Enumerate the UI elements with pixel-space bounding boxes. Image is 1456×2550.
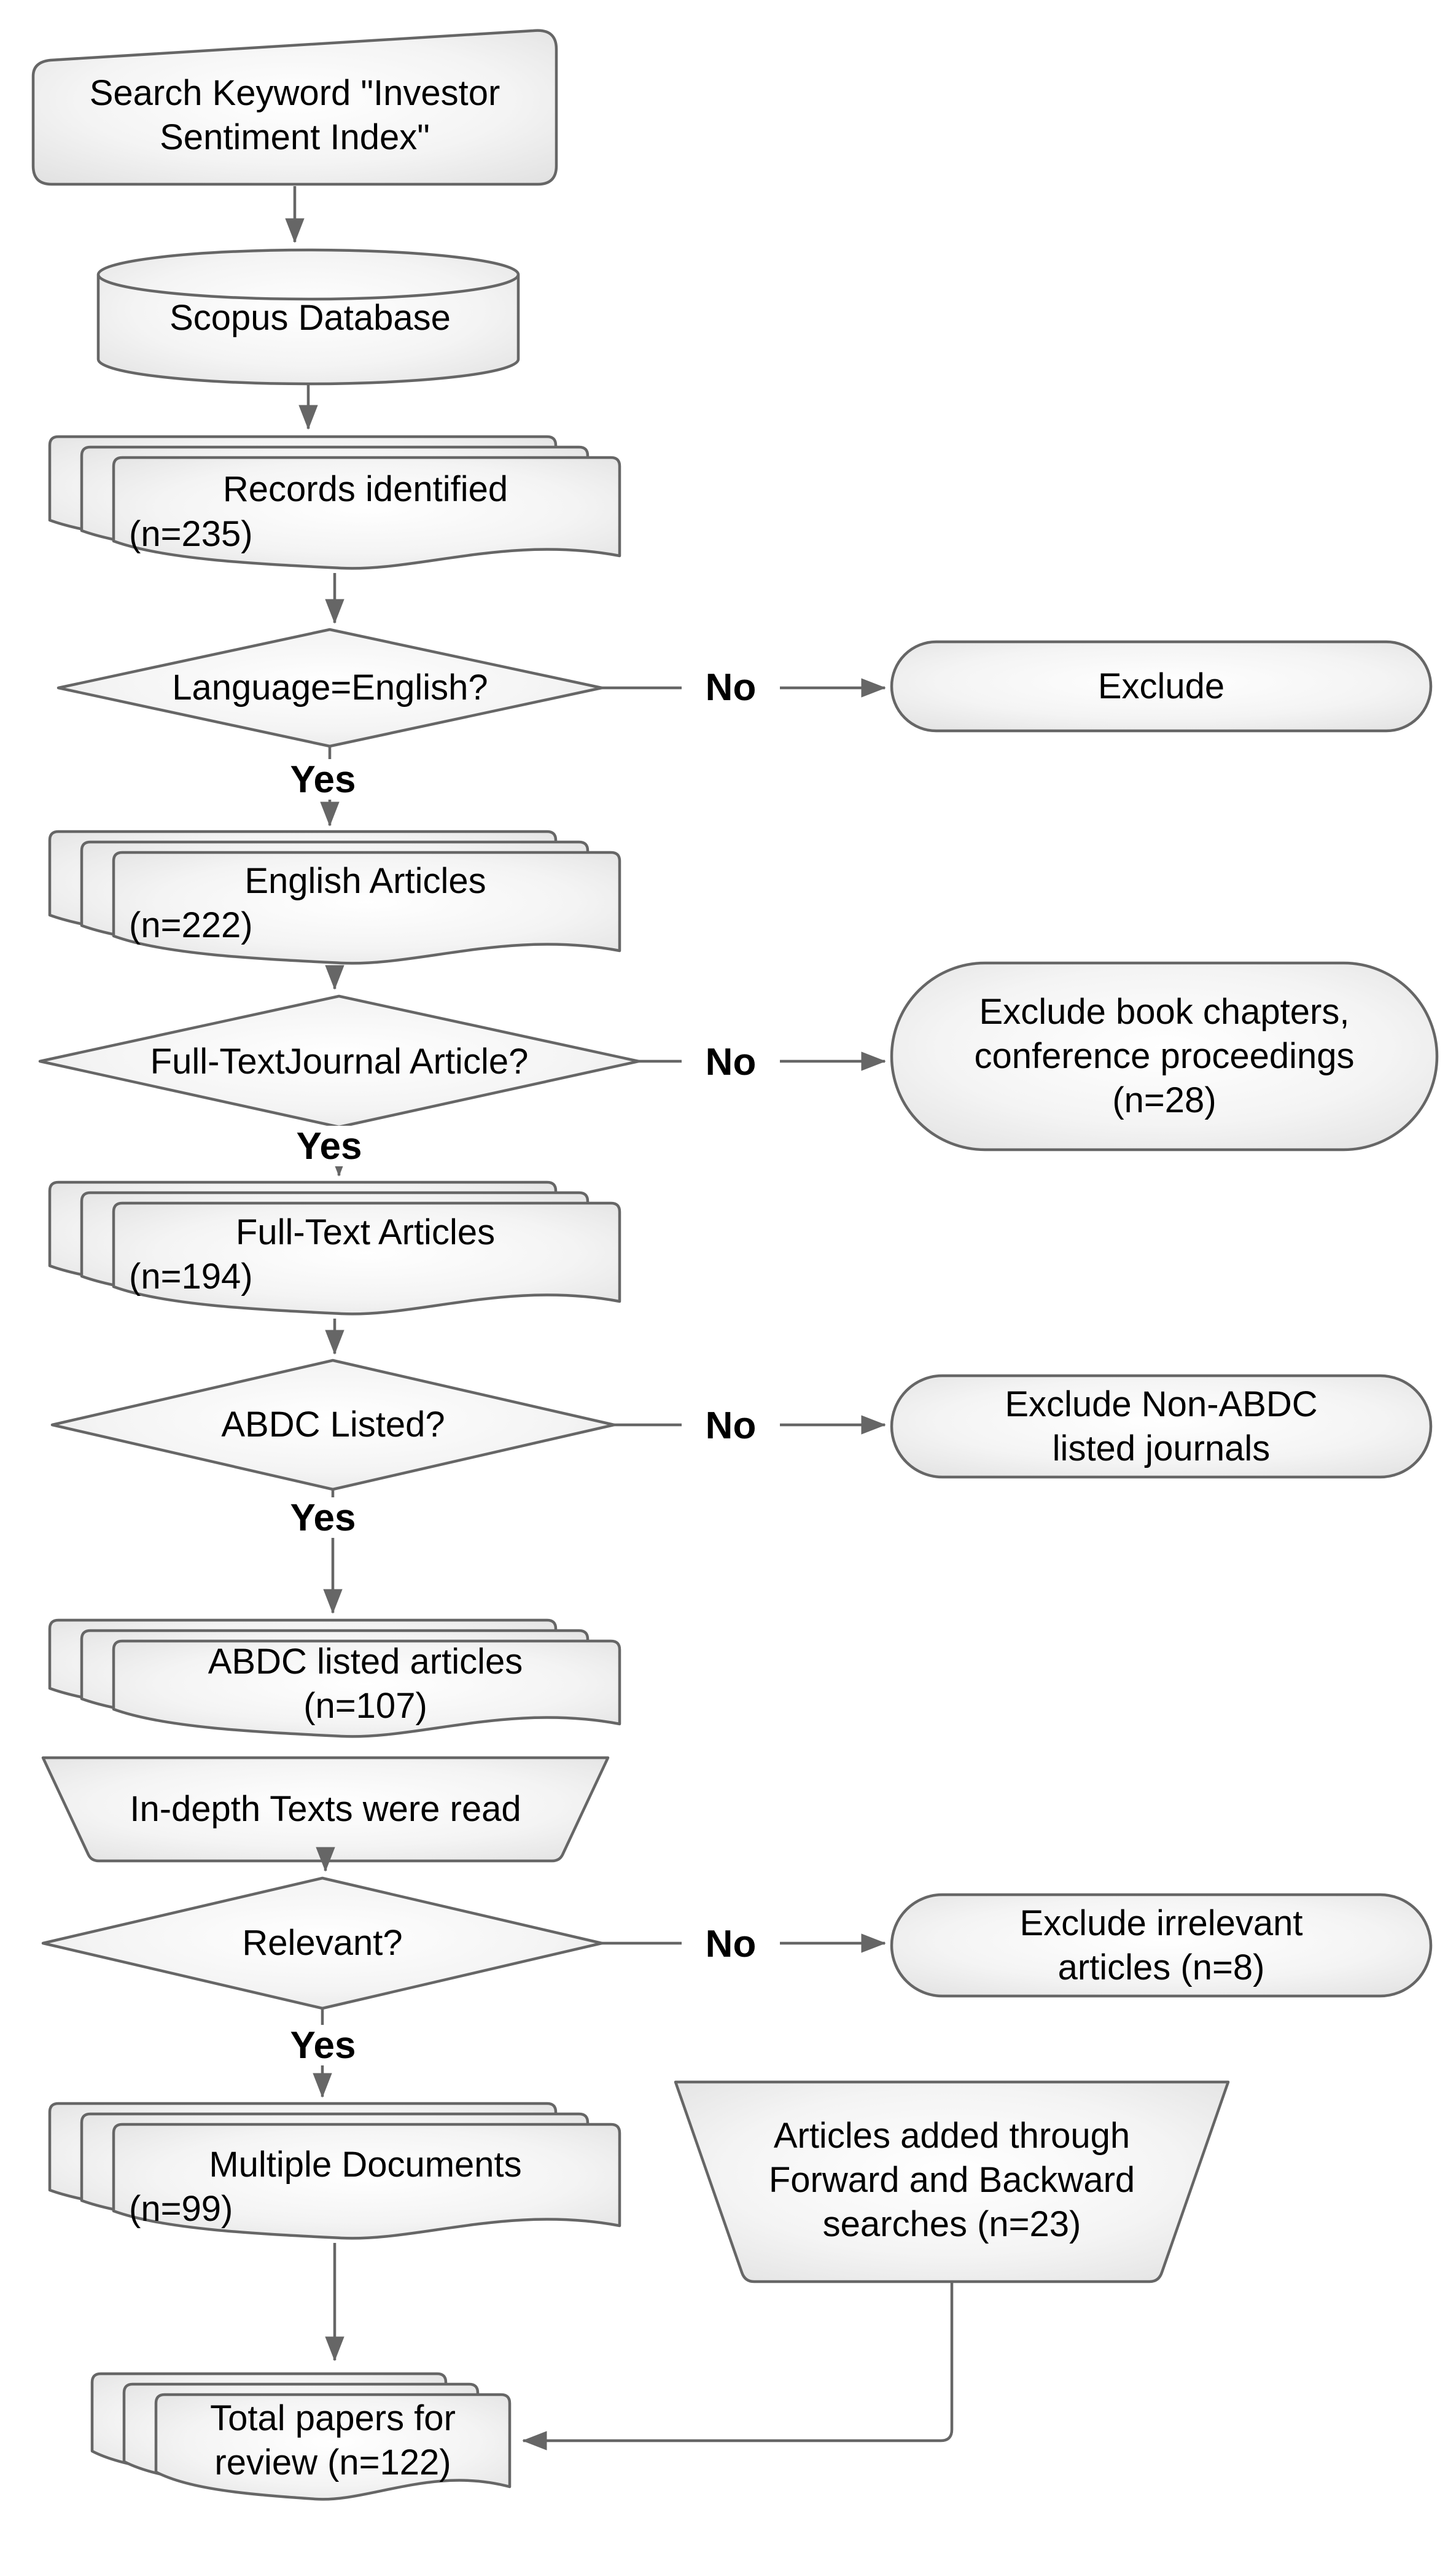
exclude-book-chapters-stadium xyxy=(890,961,1439,1152)
multiple-documents-docs xyxy=(48,2102,621,2240)
flow-arrow xyxy=(522,2282,954,2451)
fulltext-articles-docs xyxy=(48,1180,621,1316)
abdc-articles-docs xyxy=(48,1618,621,1738)
indepth-read-trapezoid xyxy=(41,1756,610,1863)
exclude-stadium xyxy=(890,640,1433,733)
records-identified-docs xyxy=(48,435,621,570)
forward-backward-trapezoid xyxy=(674,2080,1230,2283)
exclude-irrelevant-stadium xyxy=(890,1893,1433,1998)
total-papers-docs xyxy=(90,2372,512,2501)
fulltext-decision-diamond xyxy=(38,994,640,1129)
language-decision-diamond xyxy=(56,628,604,748)
abdc-decision-diamond xyxy=(50,1359,616,1491)
exclude-non-abdc-stadium xyxy=(890,1374,1433,1479)
scopus-database-cylinder xyxy=(96,248,520,386)
relevant-decision-diamond xyxy=(41,1876,604,2010)
search-keyword-box xyxy=(31,29,558,186)
english-articles-docs xyxy=(48,830,621,965)
